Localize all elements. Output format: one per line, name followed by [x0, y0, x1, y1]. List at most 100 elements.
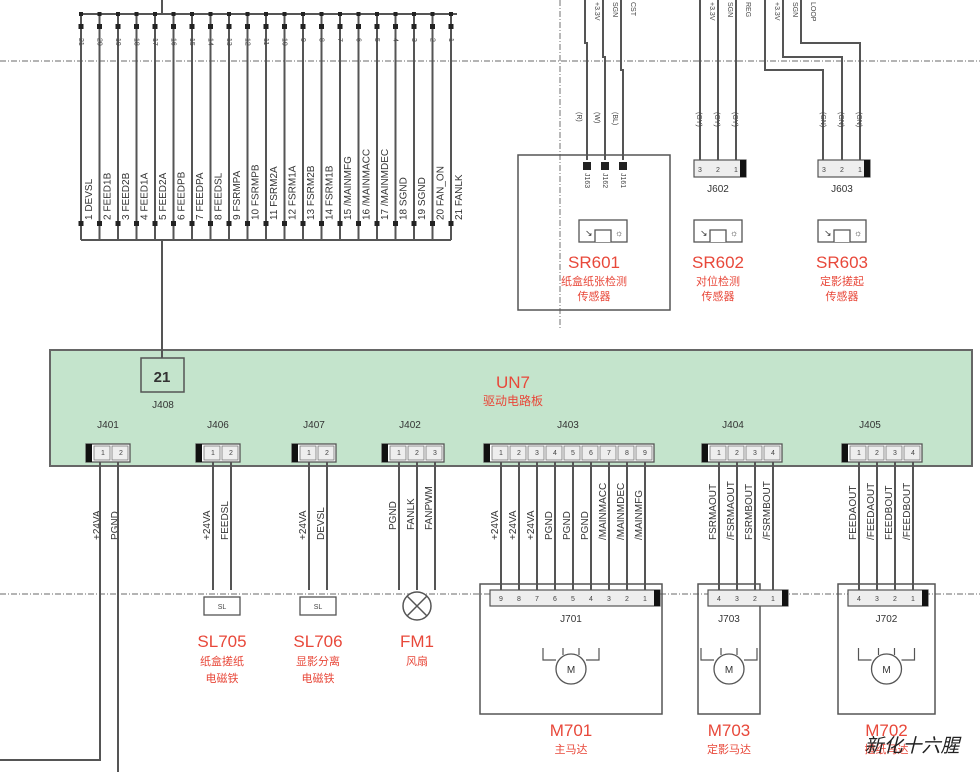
connector-key: [842, 444, 848, 462]
wire-signal-label: /MAINMDEC: [616, 483, 627, 540]
bus-node: [190, 12, 194, 16]
wire-signal-label: PGND: [562, 511, 573, 540]
wire-signal-label: +24VA: [490, 510, 501, 540]
bus-top-pin-number: 14: [207, 38, 214, 46]
sr602-connector-key: [740, 160, 746, 177]
wire-signal-label: /MAINMACC: [598, 483, 609, 540]
motor-symbol: M: [882, 665, 890, 676]
connector-key: [702, 444, 708, 462]
sr603-connector-label: J603: [831, 184, 853, 195]
wire-signal-label: +24VA: [202, 510, 213, 540]
bus-signal-label: 5 FEED2A: [158, 172, 169, 220]
connector-label-j405: J405: [859, 420, 881, 431]
connector-pin: [425, 445, 443, 461]
sr601-wire-color: (BL): [611, 112, 618, 125]
bus-terminal-top: [97, 24, 102, 29]
connector-pin-number: 1: [857, 450, 861, 457]
bus-node: [319, 12, 324, 16]
motor-m701-outline: [479, 583, 663, 715]
bus-terminal-bottom: [300, 221, 306, 226]
bus-terminal-top: [337, 24, 343, 29]
motor-pin-number: 6: [553, 596, 557, 603]
connector-pin-number: 4: [911, 450, 915, 457]
device-id: FM1: [400, 632, 434, 651]
sr601-name: 纸盒纸张检测: [561, 274, 627, 288]
connector-pin-number: 2: [325, 450, 329, 457]
bus-terminal-top: [263, 24, 269, 29]
motor-pin-number: 9: [499, 596, 503, 603]
wire-signal-label: PGND: [110, 511, 121, 540]
connector-pin: [491, 445, 509, 461]
connector-pin: [885, 445, 903, 461]
bus-terminal-top: [300, 24, 306, 29]
bus-terminal-top: [115, 24, 121, 29]
sr602-wire-color: (GY): [731, 112, 738, 127]
bus-terminal-bottom: [356, 221, 361, 226]
fan-blades-icon: [406, 595, 428, 617]
bus-top-pin-number: 3: [410, 38, 417, 42]
wire-signal-label: /FEEDAOUT: [866, 483, 877, 540]
motor-pin-number: 4: [717, 596, 721, 603]
bus-terminal-bottom: [282, 221, 287, 226]
device-id: SL706: [293, 632, 342, 651]
bus-signal-label: 14 FSRM1B: [325, 165, 336, 220]
connector-label-j406: J406: [207, 420, 229, 431]
connector-pin: [727, 445, 745, 461]
sensor-signal-label: SGN: [791, 2, 798, 17]
sr603-wire: [800, 40, 861, 160]
sr602-connector-label: J602: [707, 184, 729, 195]
sr601-outline: [517, 154, 671, 311]
connector-key: [196, 444, 202, 462]
connector-pin: [903, 445, 921, 461]
motor-m702-outline: [837, 583, 936, 715]
watermark: 新化十六腥: [864, 735, 962, 757]
bus-node: [393, 12, 398, 16]
device-name: 纸盒搓纸: [200, 654, 244, 668]
bus-signal-label: 13 FSRM2B: [306, 165, 317, 220]
bus-top-pin-number: 10: [281, 38, 288, 46]
bus-node: [153, 12, 157, 16]
bus-signal-label: 17 /MAINMDEC: [380, 149, 391, 220]
bus-node: [375, 12, 379, 16]
device-id: M703: [708, 721, 751, 740]
wire-signal-label: PGND: [544, 511, 555, 540]
bus-terminal-top: [78, 24, 84, 29]
connector-pin-number: 3: [433, 450, 437, 457]
board-id: UN7: [496, 373, 530, 392]
connector-pin-number: 4: [771, 450, 775, 457]
bus-terminal-bottom: [393, 221, 398, 226]
motor-symbol: M: [725, 665, 733, 676]
bus-top-pin-number: 6: [355, 38, 362, 42]
bus-signal-label: 3 FEED2B: [121, 172, 132, 220]
sr602-symbol-emitter-icon: ☼: [730, 228, 738, 238]
sensor-signal-label: SGN: [726, 2, 733, 17]
bus-signal-label: 8 FEEDSL: [214, 172, 225, 220]
connector-pin: [581, 445, 599, 461]
connector-pin-number: 3: [893, 450, 897, 457]
bus-top-pin-number: 2: [429, 38, 436, 42]
motor-winding-leads: [857, 648, 916, 661]
sr603-symbol-emitter-icon: ☼: [854, 228, 862, 238]
motor-pin-number: 1: [771, 596, 775, 603]
sr601-wire: [620, 40, 624, 160]
bus-signal-label: 12 FSRM1A: [288, 165, 299, 220]
bus-top-pin-number: 9: [299, 38, 306, 42]
sr601-pin-label: J162: [601, 173, 608, 188]
wire-signal-label: +24VA: [92, 510, 103, 540]
wire-signal-label: FSRMBOUT: [744, 484, 755, 540]
bus-terminal-top: [245, 24, 250, 29]
sensor-signal-label: CST: [629, 2, 636, 17]
wire-signal-label: /MAINMFG: [634, 490, 645, 540]
bus-node: [412, 12, 416, 16]
j408-label: J408: [152, 400, 174, 411]
connector-pin-number: 1: [499, 450, 503, 457]
bus-node: [171, 12, 176, 16]
sr601-symbol-receiver-icon: ↘: [585, 228, 593, 238]
sr602-id: SR602: [692, 253, 744, 272]
bus-node: [356, 12, 361, 16]
wire-signal-label: FSRMAOUT: [708, 484, 719, 540]
bus-terminal-top: [189, 24, 195, 29]
bus-node: [227, 12, 231, 16]
